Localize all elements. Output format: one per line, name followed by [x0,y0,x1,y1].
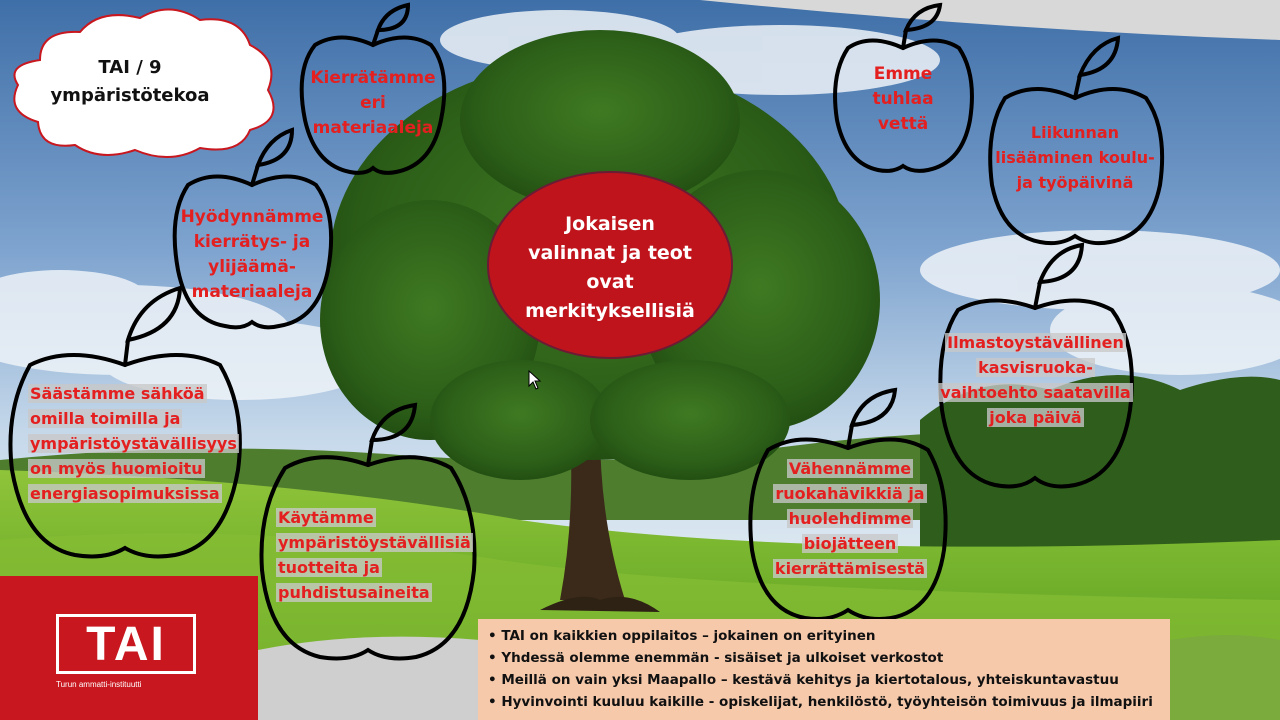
apple-line: joka päivä [987,408,1084,427]
apple-line: Säästämme sähköä [28,384,207,403]
apple-line: Ilmastoystävällinen [945,333,1126,352]
apple-surplus-text: Hyödynnämme kierrätys- ja ylijäämä- mate… [172,205,332,305]
logo-panel [0,576,258,720]
center-oval [487,171,733,359]
apple-line: on myös huomioitu [28,459,205,478]
apple-line: puhdistusaineita [276,583,432,602]
apple-electricity-outline [8,285,242,559]
center-line-2: valinnat ja teot [528,242,692,264]
title-cloud-shape [13,8,275,159]
apple-vegetarian-outline [938,242,1134,489]
logo-subtitle: Turun ammatti-instituutti [56,680,142,689]
mouse-pointer-icon [528,370,542,390]
apple-line: ympäristöystävällisiä [276,533,473,552]
apple-recycle-outline [299,2,447,175]
apple-line: Kierrätämme [310,68,436,88]
apple-vegetarian-text: Ilmastoystävällinen kasvisruoka- vaihtoe… [933,330,1138,430]
apple-line: huolehdimme [786,509,914,528]
apple-exercise-text: Liikunnan lisääminen koulu- ja työpäivin… [990,120,1160,195]
apple-line: eri [360,93,386,113]
apple-line: materiaaleja [191,282,313,302]
apple-surplus-outline [172,127,334,330]
apple-line: ylijäämä- [208,257,296,277]
apple-recycle-text: Kierrätämme eri materiaaleja [303,66,443,141]
list-item: • Hyvinvointi kuuluu kaikille - opiskeli… [488,694,1153,710]
apple-electricity-text: Säästämme sähköä omilla toimilla ja ympä… [28,381,239,506]
apple-line: tuhlaa [872,89,934,109]
apple-line: vettä [877,114,929,134]
center-line-3: ovat [586,271,634,293]
apple-line: tuotteita ja [276,558,382,577]
apple-line: kierrätys- ja [193,232,311,252]
apple-exercise-outline [988,35,1165,246]
apple-line: vaihtoehto saatavilla [938,383,1133,402]
center-message: Jokaisen valinnat ja teot ovat merkityks… [500,210,720,326]
title-line-1: TAI / 9 [98,57,162,78]
list-item: • TAI on kaikkien oppilaitos – jokainen … [488,628,876,644]
apple-line: lisääminen koulu- [995,148,1155,167]
center-line-1: Jokaisen [565,213,655,235]
apple-water-text: Emme tuhlaa vettä [843,62,963,137]
apple-foodwaste-outline [748,387,948,621]
values-bullet-list: • TAI on kaikkien oppilaitos – jokainen … [478,619,1170,720]
apple-line: biojätteen [801,534,899,553]
apple-line: Käytämme [276,508,376,527]
list-item: • Meillä on vain yksi Maapallo – kestävä… [488,672,1119,688]
apple-line: Emme [873,64,933,84]
apple-line: energiasopimuksissa [28,484,222,503]
apple-products-outline [259,402,477,661]
title-line-2: ympäristötekoa [50,85,210,106]
apple-line: materiaaleja [312,118,434,138]
apple-line: ympäristöystävällisyys [28,434,239,453]
list-item: • Yhdessä olemme enemmän - sisäiset ja u… [488,650,944,666]
apple-line: Liikunnan [1030,123,1120,142]
apple-line: Hyödynnämme [180,207,324,227]
apple-line: ruokahävikkiä ja [773,484,927,503]
apple-line: omilla toimilla ja [28,409,183,428]
logo-text: TAI [86,617,166,671]
center-line-4: merkityksellisiä [525,300,695,322]
apple-line: ja työpäivinä [1016,173,1134,192]
apple-products-text: Käytämme ympäristöystävällisiä tuotteita… [276,505,476,605]
tai-logo: TAI [56,614,196,674]
apple-line: kasvisruoka- [976,358,1095,377]
apple-water-outline [833,2,974,173]
apple-line: kierrättämisestä [772,559,928,578]
apple-foodwaste-text: Vähennämme ruokahävikkiä ja huolehdimme … [760,456,940,581]
title-cloud: TAI / 9 ympäristötekoa [20,54,240,110]
apple-line: Vähennämme [786,459,914,478]
